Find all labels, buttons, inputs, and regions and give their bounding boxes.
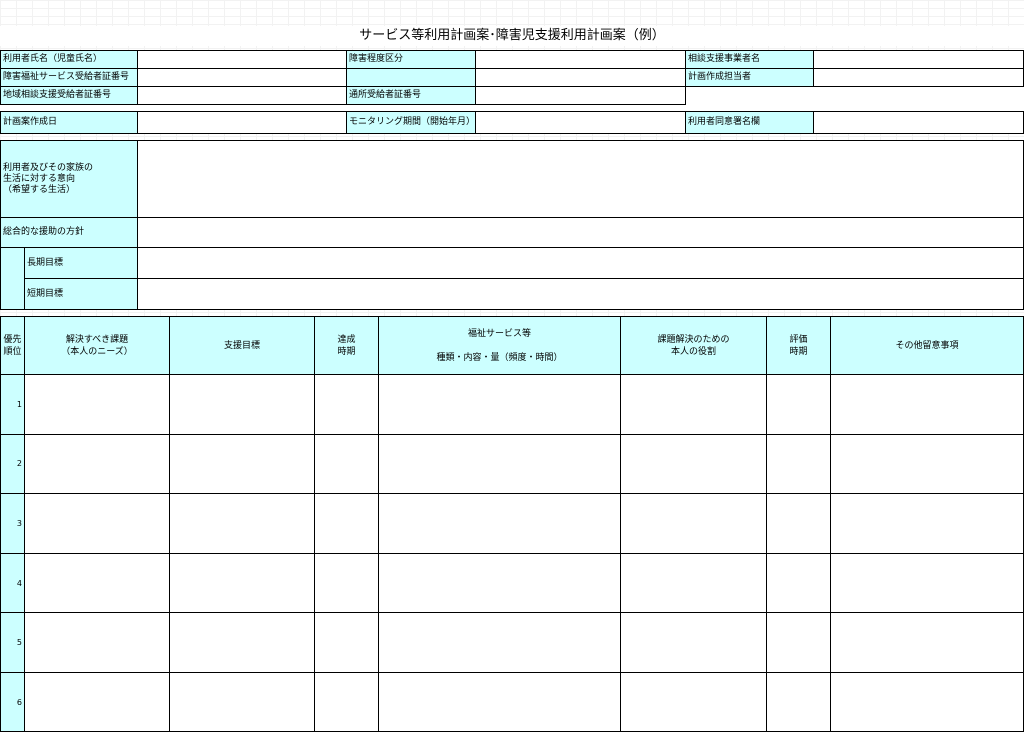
- header-period: 達成 時期: [314, 316, 379, 375]
- label-user-name: 利用者氏名（児童氏名）: [0, 50, 138, 69]
- row-priority-number: 5: [0, 612, 25, 673]
- header-goal: 支援目標: [169, 316, 315, 375]
- row-cell-notes[interactable]: [830, 612, 1024, 673]
- row-cell-goal[interactable]: [169, 672, 315, 732]
- header-evaluation: 評価 時期: [766, 316, 831, 375]
- label-plan-staff: 計画作成担当者: [685, 68, 814, 87]
- header-service: 福祉サービス等 種類・内容・量（頻度・時間）: [378, 316, 621, 375]
- label-blank: [346, 68, 476, 87]
- row-cell-goal[interactable]: [169, 612, 315, 673]
- row-priority-number: 4: [0, 552, 25, 614]
- label-long-term-goal: 長期目標: [24, 247, 138, 279]
- page-title: サービス等利用計画案･障害児支援利用計画案（例）: [0, 26, 1024, 46]
- label-welfare-cert: 障害福祉サービス受給者証番号: [0, 68, 138, 87]
- row-cell-goal[interactable]: [169, 552, 315, 614]
- row-cell-service[interactable]: [378, 672, 621, 732]
- label-family-intent: 利用者及びその家族の 生活に対する意向 （希望する生活）: [0, 140, 138, 218]
- row-priority-number: 1: [0, 374, 25, 435]
- row-cell-issue[interactable]: [24, 672, 170, 732]
- field-regional-cert[interactable]: [137, 86, 347, 105]
- row-cell-notes[interactable]: [830, 493, 1024, 554]
- row-cell-notes[interactable]: [830, 672, 1024, 732]
- row-cell-issue[interactable]: [24, 374, 170, 435]
- row-cell-service[interactable]: [378, 612, 621, 673]
- row-cell-role[interactable]: [620, 672, 767, 732]
- row-cell-notes[interactable]: [830, 433, 1024, 495]
- row-cell-evaluation[interactable]: [766, 672, 831, 732]
- row-priority-number: 3: [0, 493, 25, 554]
- row-cell-service[interactable]: [378, 552, 621, 614]
- row-cell-issue[interactable]: [24, 493, 170, 554]
- row-cell-period[interactable]: [314, 374, 379, 435]
- field-long-term-goal[interactable]: [137, 247, 1024, 279]
- row-cell-role[interactable]: [620, 433, 767, 495]
- field-monitoring[interactable]: [475, 111, 686, 134]
- field-welfare-cert[interactable]: [137, 68, 347, 87]
- header-role: 課題解決のための 本人の役割: [620, 316, 767, 375]
- label-plan-date: 計画案作成日: [0, 111, 138, 134]
- row-cell-evaluation[interactable]: [766, 493, 831, 554]
- row-cell-notes[interactable]: [830, 552, 1024, 614]
- row-cell-issue[interactable]: [24, 433, 170, 495]
- row-cell-period[interactable]: [314, 493, 379, 554]
- label-regional-cert: 地域相談支援受給者証番号: [0, 86, 138, 105]
- field-short-term-goal[interactable]: [137, 278, 1024, 310]
- row-cell-goal[interactable]: [169, 433, 315, 495]
- label-consent: 利用者同意署名欄: [685, 111, 814, 134]
- label-short-term-goal: 短期目標: [24, 278, 138, 310]
- row-cell-period[interactable]: [314, 433, 379, 495]
- header-notes: その他留意事項: [830, 316, 1024, 375]
- row-cell-goal[interactable]: [169, 374, 315, 435]
- field-daycare-cert[interactable]: [475, 86, 686, 105]
- field-user-name[interactable]: [137, 50, 347, 69]
- row-cell-period[interactable]: [314, 552, 379, 614]
- row-cell-issue[interactable]: [24, 552, 170, 614]
- header-priority: 優先 順位: [0, 316, 25, 375]
- row-cell-role[interactable]: [620, 374, 767, 435]
- row-cell-service[interactable]: [378, 493, 621, 554]
- row-cell-period[interactable]: [314, 612, 379, 673]
- field-family-intent[interactable]: [137, 140, 1024, 218]
- row-cell-evaluation[interactable]: [766, 433, 831, 495]
- field-overall-policy[interactable]: [137, 217, 1024, 248]
- label-disability-level: 障害程度区分: [346, 50, 476, 69]
- field-plan-date[interactable]: [137, 111, 347, 134]
- field-blank[interactable]: [475, 68, 686, 87]
- label-monitoring: モニタリング期間（開始年月）: [346, 111, 476, 134]
- goals-indent: [0, 247, 25, 310]
- row-cell-role[interactable]: [620, 493, 767, 554]
- label-daycare-cert: 通所受給者証番号: [346, 86, 476, 105]
- row-cell-role[interactable]: [620, 552, 767, 614]
- field-consult-provider[interactable]: [813, 50, 1024, 69]
- header-issue: 解決すべき課題 （本人のニーズ）: [24, 316, 170, 375]
- row-priority-number: 2: [0, 433, 25, 495]
- field-plan-staff[interactable]: [813, 68, 1024, 87]
- row-cell-role[interactable]: [620, 612, 767, 673]
- row-cell-evaluation[interactable]: [766, 552, 831, 614]
- row-cell-evaluation[interactable]: [766, 612, 831, 673]
- row-cell-service[interactable]: [378, 374, 621, 435]
- row-cell-service[interactable]: [378, 433, 621, 495]
- field-disability-level[interactable]: [475, 50, 686, 69]
- row-cell-period[interactable]: [314, 672, 379, 732]
- label-overall-policy: 総合的な援助の方針: [0, 217, 138, 248]
- row-cell-evaluation[interactable]: [766, 374, 831, 435]
- label-consult-provider: 相談支援事業者名: [685, 50, 814, 69]
- row-cell-goal[interactable]: [169, 493, 315, 554]
- row-priority-number: 6: [0, 672, 25, 732]
- row-cell-issue[interactable]: [24, 612, 170, 673]
- field-consent[interactable]: [813, 111, 1024, 134]
- row-cell-notes[interactable]: [830, 374, 1024, 435]
